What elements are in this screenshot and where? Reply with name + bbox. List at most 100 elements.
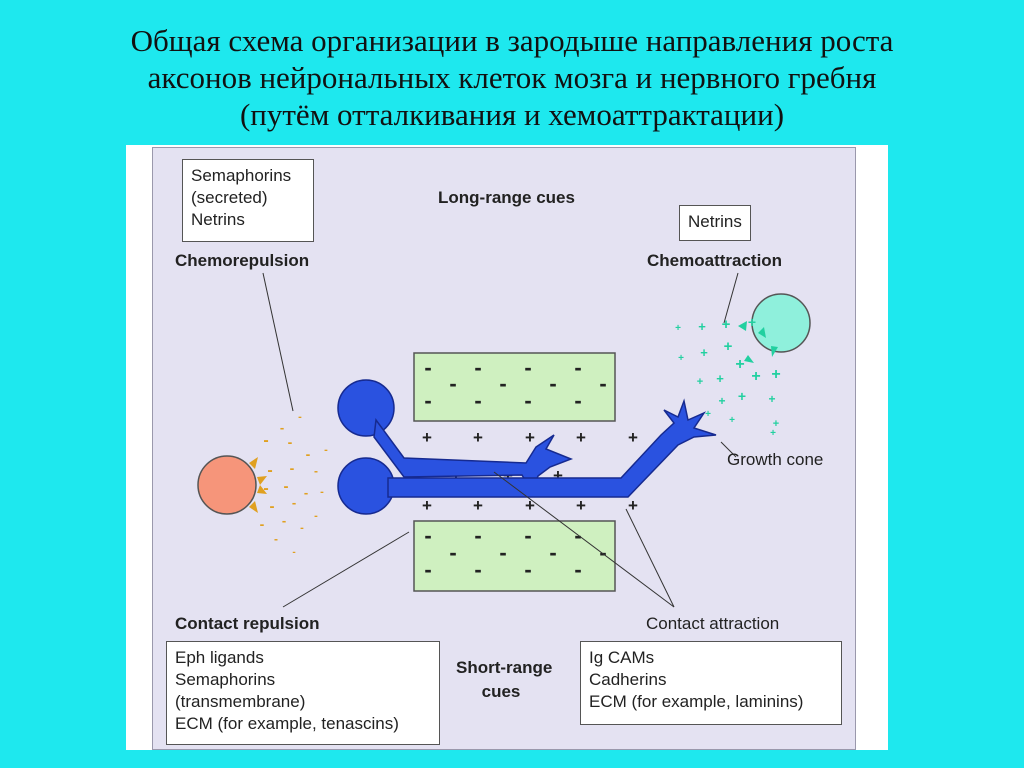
attractive-cue: + bbox=[770, 428, 776, 439]
chemorepulsion-box: Semaphorins (secreted) Netrins bbox=[182, 159, 314, 242]
minus-sign: - bbox=[574, 388, 581, 413]
repulsive-target-cell bbox=[197, 455, 257, 515]
attractive-cue: + bbox=[751, 368, 760, 385]
repulsive-cue: - bbox=[292, 495, 296, 510]
attractive-cue: + bbox=[771, 366, 780, 383]
axon-guidance-diagram: ------------------------ +++++++++++++ -… bbox=[197, 272, 811, 608]
attractive-cue: + bbox=[738, 388, 746, 404]
chemorepulsion-item: Semaphorins bbox=[191, 166, 292, 185]
repulsion-arrowheads bbox=[249, 457, 267, 513]
attractive-cue: + bbox=[724, 338, 733, 355]
minus-sign: - bbox=[524, 557, 531, 582]
repulsive-cue: - bbox=[300, 522, 304, 534]
repulsive-cue: - bbox=[263, 432, 268, 449]
plus-sign: + bbox=[553, 466, 563, 485]
short-range-cues-label-line-2: cues bbox=[481, 682, 521, 701]
repulsive-cue: - bbox=[314, 464, 318, 478]
chemoattraction-item: Netrins bbox=[688, 212, 742, 231]
upper-substrate-block bbox=[413, 352, 616, 422]
lower-substrate-block bbox=[413, 520, 616, 592]
attractive-target-cell bbox=[751, 293, 811, 353]
plus-sign: + bbox=[576, 428, 586, 447]
figure-frame: ------------------------ +++++++++++++ -… bbox=[126, 145, 888, 750]
repulsive-cue: - bbox=[324, 444, 328, 456]
repulsive-cue: - bbox=[260, 516, 265, 532]
contact-attraction-box: Ig CAMs Cadherins ECM (for example, lami… bbox=[580, 641, 842, 725]
contact-repulsion-item: Eph ligands bbox=[175, 648, 264, 667]
short-range-cues-label-line-1: Short-range bbox=[456, 658, 553, 677]
repulsive-cue: - bbox=[292, 547, 295, 558]
minus-sign: - bbox=[499, 371, 506, 396]
slide-title: Общая схема организации в зародыше напра… bbox=[0, 22, 1024, 133]
minus-sign: - bbox=[424, 388, 431, 413]
minus-sign: - bbox=[449, 540, 456, 565]
title-line-1: Общая схема организации в зародыше напра… bbox=[130, 23, 894, 58]
repulsive-cue: - bbox=[290, 460, 295, 476]
minus-sign: - bbox=[424, 355, 431, 380]
repulsive-cue: - bbox=[288, 434, 293, 450]
attractive-cue: + bbox=[697, 376, 703, 388]
minus-sign: - bbox=[499, 540, 506, 565]
chemorepulsion-item: (secreted) bbox=[191, 188, 268, 207]
lower-neuron bbox=[337, 398, 717, 515]
chemorepulsion-label: Chemorepulsion bbox=[175, 251, 310, 270]
plus-sign: + bbox=[473, 496, 483, 515]
secreted-attractive-cues: +++++++++++++++++++ bbox=[675, 314, 781, 439]
plus-sign: + bbox=[525, 496, 535, 515]
minus-sign: - bbox=[524, 355, 531, 380]
long-range-cues-label: Long-range cues bbox=[438, 188, 575, 207]
attractive-cue: + bbox=[716, 371, 724, 386]
minus-sign: - bbox=[599, 540, 606, 565]
repulsive-cue: - bbox=[304, 485, 308, 500]
upper-neuron bbox=[337, 379, 574, 494]
contact-repulsion-box: Eph ligands Semaphorins (transmembrane) … bbox=[166, 641, 440, 745]
title-line-2: аксонов нейрональных клеток мозга и нерв… bbox=[147, 60, 877, 95]
attractive-cue: + bbox=[722, 316, 731, 333]
repulsive-cue: - bbox=[263, 480, 268, 497]
repulsive-cue: - bbox=[320, 486, 324, 498]
minus-sign: - bbox=[424, 557, 431, 582]
minus-sign: - bbox=[524, 523, 531, 548]
minus-sign: - bbox=[474, 388, 481, 413]
minus-sign: - bbox=[549, 371, 556, 396]
growth-cone-label: Growth cone bbox=[727, 450, 824, 469]
minus-sign: - bbox=[449, 371, 456, 396]
repulsive-cue: - bbox=[274, 532, 278, 546]
minus-sign: - bbox=[474, 523, 481, 548]
attractive-cue: + bbox=[729, 415, 735, 426]
plus-sign: + bbox=[576, 496, 586, 515]
contact-repulsion-item: Semaphorins bbox=[175, 670, 276, 689]
repulsive-cue: - bbox=[306, 446, 311, 462]
minus-sign: - bbox=[524, 388, 531, 413]
contact-repulsion-label: Contact repulsion bbox=[175, 614, 320, 633]
chemoattraction-label: Chemoattraction bbox=[647, 251, 783, 270]
minus-sign: - bbox=[474, 557, 481, 582]
plus-sign: + bbox=[628, 428, 638, 447]
repulsive-cue: - bbox=[270, 498, 275, 515]
attractive-cue: + bbox=[698, 319, 706, 334]
repulsive-cue: - bbox=[282, 513, 286, 528]
pointer-lines bbox=[262, 272, 739, 608]
contact-repulsion-item: (transmembrane) bbox=[175, 692, 306, 711]
repulsive-cue: - bbox=[298, 411, 302, 423]
secreted-repulsive-cues: --------------------- bbox=[260, 411, 329, 558]
plus-sign: + bbox=[628, 496, 638, 515]
chemorepulsion-item: Netrins bbox=[191, 210, 245, 229]
plus-sign: + bbox=[473, 428, 483, 447]
minus-sign: - bbox=[424, 523, 431, 548]
plus-sign: + bbox=[422, 428, 432, 447]
plus-sign: + bbox=[422, 496, 432, 515]
contact-attraction-item: Ig CAMs bbox=[589, 648, 655, 667]
attractive-cue: + bbox=[705, 409, 711, 420]
minus-sign: - bbox=[474, 355, 481, 380]
attractive-cue: + bbox=[773, 418, 779, 430]
title-line-3: (путём отталкивания и хемоаттрактации) bbox=[239, 97, 785, 132]
repulsive-cue: - bbox=[284, 478, 289, 495]
plus-sign: + bbox=[525, 428, 535, 447]
minus-sign: - bbox=[549, 540, 556, 565]
contact-attraction-item: Cadherins bbox=[589, 670, 667, 689]
attractive-cue: + bbox=[678, 353, 684, 364]
attractive-cue: + bbox=[735, 356, 744, 373]
minus-sign: - bbox=[574, 355, 581, 380]
attractive-cue: + bbox=[675, 323, 681, 334]
